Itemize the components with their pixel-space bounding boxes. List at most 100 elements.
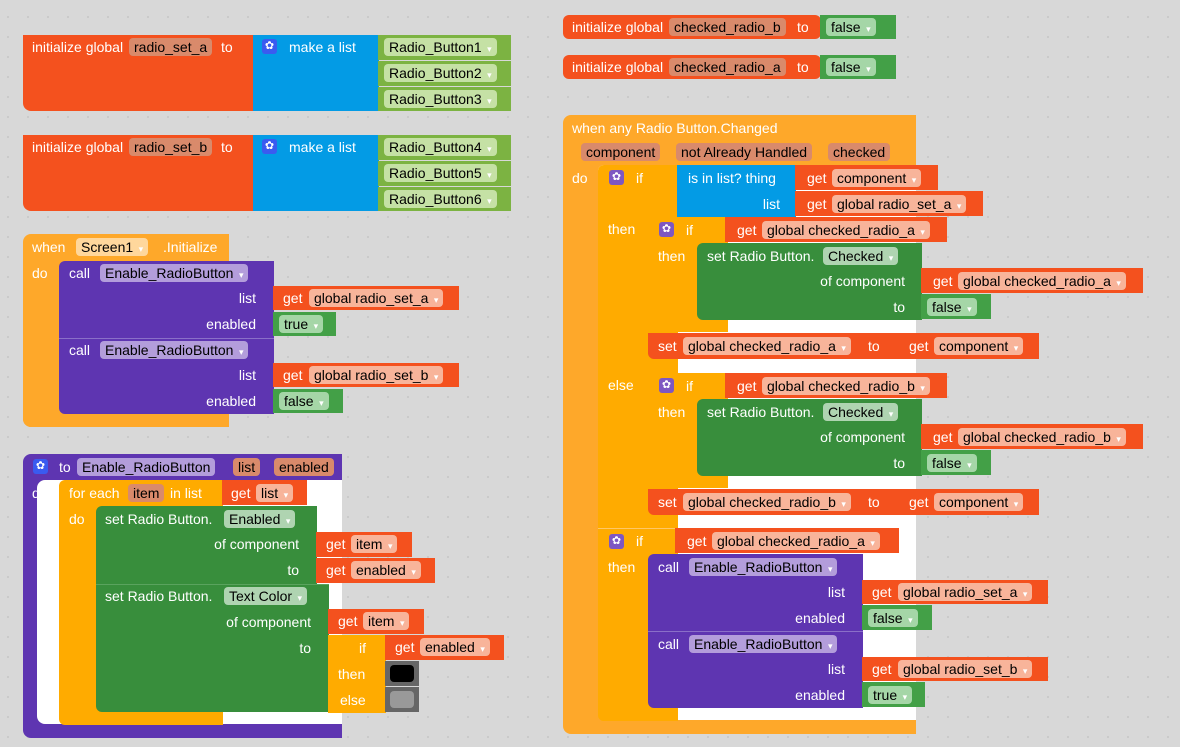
boolean-block[interactable]: false <box>921 450 991 475</box>
call-procedure-block[interactable]: call Enable_RadioButton list enabled <box>648 554 863 631</box>
variable-dropdown[interactable]: enabled <box>351 561 421 579</box>
variable-dropdown[interactable]: component <box>934 337 1024 355</box>
get-variable-block[interactable]: get global radio_set_a <box>795 191 983 216</box>
component-block[interactable]: Radio_Button6 <box>378 187 511 211</box>
variable-dropdown[interactable]: list <box>256 484 294 502</box>
boolean-dropdown[interactable]: false <box>927 298 977 316</box>
get-variable-block[interactable]: get component <box>897 489 1039 515</box>
variable-dropdown[interactable]: item <box>363 612 410 630</box>
procedure-name-field[interactable]: Enable_RadioButton <box>77 458 216 476</box>
property-dropdown[interactable]: Checked <box>823 403 899 421</box>
get-variable-block[interactable]: get global checked_radio_b <box>921 424 1143 449</box>
variable-dropdown[interactable]: global checked_radio_b <box>683 493 851 511</box>
set-text-color-block[interactable]: set Radio Button. Text Color of componen… <box>96 584 329 712</box>
get-variable-block[interactable]: get global radio_set_b <box>273 363 459 387</box>
variable-dropdown[interactable]: global checked_radio_a <box>958 272 1126 290</box>
gear-icon[interactable]: ✿ <box>262 39 277 54</box>
variable-dropdown[interactable]: global radio_set_b <box>309 366 444 384</box>
boolean-dropdown[interactable]: true <box>868 686 913 704</box>
boolean-dropdown[interactable]: false <box>826 18 876 36</box>
component-dropdown[interactable]: Radio_Button5 <box>384 164 497 182</box>
get-variable-block[interactable]: get global checked_radio_a <box>675 528 899 553</box>
var-name-field[interactable]: checked_radio_a <box>669 58 786 76</box>
param-enabled[interactable]: enabled <box>274 458 334 476</box>
boolean-dropdown[interactable]: false <box>826 58 876 76</box>
get-variable-block[interactable]: get global radio_set_a <box>862 580 1048 604</box>
boolean-block[interactable]: true <box>273 312 336 336</box>
get-variable-block[interactable]: get global checked_radio_b <box>725 373 947 398</box>
var-name-field[interactable]: radio_set_b <box>129 138 213 156</box>
init-global-checked-radio-a-block[interactable]: initialize global checked_radio_a to <box>563 55 821 79</box>
get-variable-block[interactable]: get enabled <box>316 558 435 583</box>
property-dropdown[interactable]: Enabled <box>224 510 296 528</box>
param-component[interactable]: component <box>581 143 661 161</box>
procedure-dropdown[interactable]: Enable_RadioButton <box>689 635 838 653</box>
item-var-field[interactable]: item <box>128 484 165 502</box>
color-gray-block[interactable] <box>385 687 419 712</box>
param-list[interactable]: list <box>233 458 261 476</box>
component-dropdown[interactable]: Radio_Button4 <box>384 138 497 156</box>
var-name-field[interactable]: radio_set_a <box>129 38 213 56</box>
variable-dropdown[interactable]: item <box>351 535 398 553</box>
component-block[interactable]: Radio_Button1 <box>378 35 511 60</box>
color-black-block[interactable] <box>385 661 419 686</box>
get-variable-block[interactable]: get item <box>316 532 412 557</box>
set-global-checked-radio-b-block[interactable]: set global checked_radio_b to <box>648 489 898 515</box>
variable-dropdown[interactable]: global radio_set_a <box>832 195 967 213</box>
get-variable-block[interactable]: get item <box>328 609 424 634</box>
boolean-dropdown[interactable]: true <box>279 315 324 333</box>
variable-dropdown[interactable]: global checked_radio_b <box>958 428 1126 446</box>
gear-icon[interactable]: ✿ <box>659 222 674 237</box>
set-global-checked-radio-a-block[interactable]: set global checked_radio_a to <box>648 333 898 359</box>
init-global-checked-radio-b-block[interactable]: initialize global checked_radio_b to <box>563 15 821 39</box>
boolean-dropdown[interactable]: false <box>279 392 329 410</box>
param-not-already-handled[interactable]: not Already Handled <box>676 143 813 161</box>
variable-dropdown[interactable]: component <box>832 169 922 187</box>
get-variable-block[interactable]: get component <box>795 165 938 190</box>
set-checked-block[interactable]: set Radio Button. Checked of component t… <box>697 399 922 476</box>
component-block[interactable]: Radio_Button3 <box>378 87 511 111</box>
variable-dropdown[interactable]: enabled <box>420 638 490 656</box>
component-block[interactable]: Radio_Button4 <box>378 135 511 160</box>
procedure-dropdown[interactable]: Enable_RadioButton <box>100 264 249 282</box>
param-checked[interactable]: checked <box>828 143 891 161</box>
gear-icon[interactable]: ✿ <box>609 170 624 185</box>
component-block[interactable]: Radio_Button5 <box>378 161 511 186</box>
get-variable-block[interactable]: get component <box>897 333 1039 359</box>
gear-icon[interactable]: ✿ <box>659 378 674 393</box>
property-dropdown[interactable]: Text Color <box>224 587 308 605</box>
init-global-radio-set-a-block[interactable]: initialize global radio_set_a to <box>23 35 255 111</box>
color-swatch-gray[interactable] <box>390 691 414 708</box>
init-global-radio-set-b-block[interactable]: initialize global radio_set_b to <box>23 135 255 211</box>
boolean-block[interactable]: false <box>921 294 991 319</box>
call-procedure-block[interactable]: call Enable_RadioButton list enabled <box>59 261 274 338</box>
component-dropdown[interactable]: Radio_Button6 <box>384 190 497 208</box>
boolean-block[interactable]: false <box>820 55 896 79</box>
get-variable-block[interactable]: get enabled <box>385 635 504 660</box>
variable-dropdown[interactable]: component <box>934 493 1024 511</box>
get-variable-block[interactable]: get global checked_radio_a <box>725 217 947 242</box>
gear-icon[interactable]: ✿ <box>33 459 48 474</box>
call-procedure-block[interactable]: call Enable_RadioButton list enabled <box>59 338 274 414</box>
get-variable-block[interactable]: get list <box>222 480 307 505</box>
boolean-block[interactable]: false <box>273 389 343 413</box>
screen-dropdown[interactable]: Screen1 <box>76 238 149 256</box>
procedure-dropdown[interactable]: Enable_RadioButton <box>100 341 249 359</box>
boolean-block[interactable]: true <box>862 682 925 707</box>
set-checked-block[interactable]: set Radio Button. Checked of component t… <box>697 243 922 320</box>
make-a-list-block[interactable]: ✿ make a list <box>253 35 379 111</box>
variable-dropdown[interactable]: global radio_set_a <box>309 289 444 307</box>
is-in-list-block[interactable]: is in list? thing list <box>677 165 796 217</box>
call-procedure-block[interactable]: call Enable_RadioButton list enabled <box>648 631 863 708</box>
variable-dropdown[interactable]: global checked_radio_a <box>683 337 851 355</box>
get-variable-block[interactable]: get global radio_set_b <box>862 657 1048 681</box>
variable-dropdown[interactable]: global checked_radio_a <box>762 221 930 239</box>
property-dropdown[interactable]: Checked <box>823 247 899 265</box>
boolean-dropdown[interactable]: false <box>868 609 918 627</box>
variable-dropdown[interactable]: global checked_radio_a <box>712 532 880 550</box>
set-enabled-block[interactable]: set Radio Button. Enabled of component t… <box>96 506 317 584</box>
boolean-dropdown[interactable]: false <box>927 454 977 472</box>
get-variable-block[interactable]: get global radio_set_a <box>273 286 459 310</box>
boolean-block[interactable]: false <box>862 605 932 630</box>
variable-dropdown[interactable]: global radio_set_a <box>898 583 1033 601</box>
